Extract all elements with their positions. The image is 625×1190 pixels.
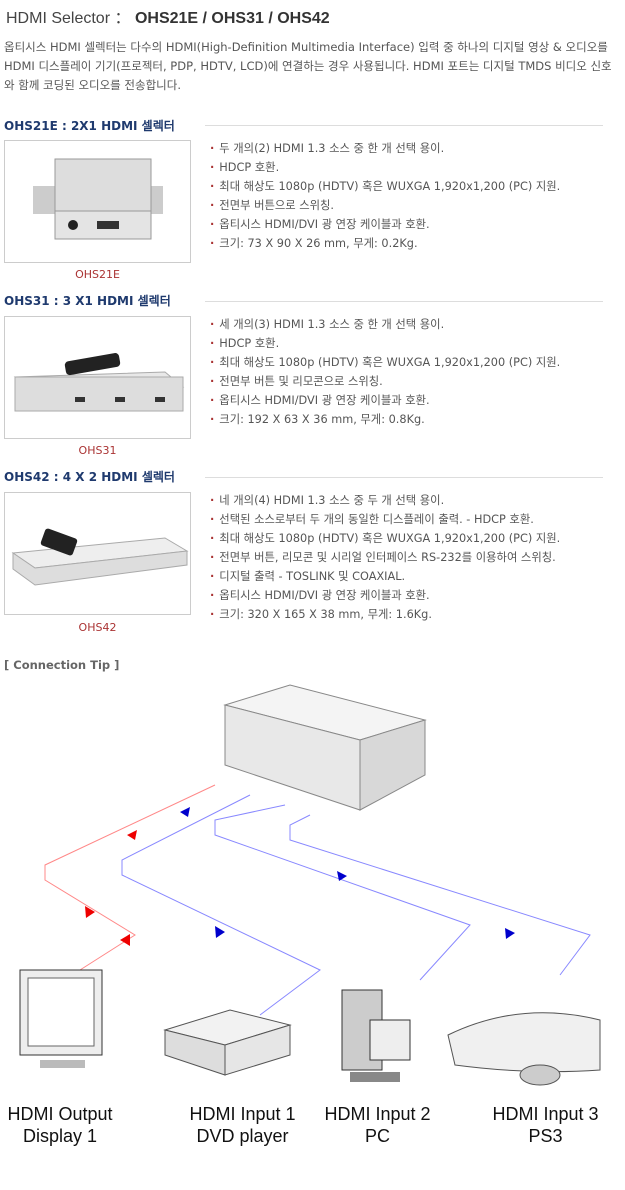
divider xyxy=(205,125,603,126)
product-header-ohs31: OHS31 : 3 X1 HDMI 셀렉터 xyxy=(4,294,171,308)
feature-list: 세 개의(3) HDMI 1.3 소스 중 한 개 선택 용이.HDCP 호환.… xyxy=(210,315,560,429)
connection-tip-heading: [ Connection Tip ] xyxy=(4,658,120,672)
product-header-ohs42: OHS42 : 4 X 2 HDMI 셀렉터 xyxy=(4,470,175,484)
connection-diagram xyxy=(19,684,601,1086)
diagram-label: PS3 xyxy=(528,1126,563,1146)
diagram-label: HDMI Input 1 xyxy=(189,1104,296,1124)
feature-item: HDCP 호환. xyxy=(210,334,560,353)
feature-item: 두 개의(2) HDMI 1.3 소스 중 한 개 선택 용이. xyxy=(210,139,560,158)
feature-item: 옵티시스 HDMI/DVI 광 연장 케이블과 호환. xyxy=(210,215,560,234)
diagram-label: PC xyxy=(364,1126,390,1146)
title-models: OHS21E / OHS31 / OHS42 xyxy=(134,10,330,27)
diagram-label: DVD player xyxy=(196,1126,289,1146)
feature-item: 크기: 192 X 63 X 36 mm, 무게: 0.8Kg. xyxy=(210,410,560,429)
diagram-label: HDMI Output xyxy=(7,1104,113,1124)
feature-item: 전면부 버튼으로 스위칭. xyxy=(210,196,560,215)
feature-item: HDCP 호환. xyxy=(210,158,560,177)
feature-item: 세 개의(3) HDMI 1.3 소스 중 한 개 선택 용이. xyxy=(210,315,560,334)
product-header-ohs21e: OHS21E : 2X1 HDMI 셀렉터 xyxy=(4,119,175,133)
product-caption: OHS42 xyxy=(78,621,117,634)
product-image-ohs21e xyxy=(4,140,191,263)
diagram-label: Display 1 xyxy=(22,1126,98,1146)
feature-item: 옵티시스 HDMI/DVI 광 연장 케이블과 호환. xyxy=(210,391,560,410)
divider xyxy=(205,477,603,478)
dvd-player-icon xyxy=(163,1009,292,1076)
product-caption: OHS31 xyxy=(78,444,117,457)
selector-device-icon xyxy=(223,684,427,811)
intro-text: 옵티시스 HDMI 셀렉터는 다수의 HDMI(High-Definition … xyxy=(4,40,612,92)
page-title: HDMI Selector ： OHS21E / OHS31 / OHS42 xyxy=(6,4,330,28)
signal-arrows xyxy=(85,807,515,946)
diagram-label: HDMI Input 3 xyxy=(492,1104,599,1124)
feature-item: 최대 해상도 1080p (HDTV) 혹은 WUXGA 1,920x1,200… xyxy=(210,529,560,548)
diagram-label: HDMI Input 2 xyxy=(324,1104,431,1124)
ps3-icon xyxy=(447,1012,601,1086)
feature-item: 디지털 출력 - TOSLINK 및 COAXIAL. xyxy=(210,567,560,586)
feature-item: 최대 해상도 1080p (HDTV) 혹은 WUXGA 1,920x1,200… xyxy=(210,177,560,196)
display-monitor-icon xyxy=(19,969,103,1068)
product-caption: OHS21E xyxy=(75,268,120,281)
product-image-ohs42 xyxy=(4,492,191,615)
title-prefix: HDMI Selector ： xyxy=(6,10,131,27)
feature-item: 전면부 버튼 및 리모콘으로 스위칭. xyxy=(210,372,560,391)
feature-item: 전면부 버튼, 리모콘 및 시리얼 인터페이스 RS-232를 이용하여 스위칭… xyxy=(210,548,560,567)
product-image-ohs31 xyxy=(4,316,191,439)
feature-item: 네 개의(4) HDMI 1.3 소스 중 두 개 선택 용이. xyxy=(210,491,560,510)
feature-item: 최대 해상도 1080p (HDTV) 혹은 WUXGA 1,920x1,200… xyxy=(210,353,560,372)
feature-item: 옵티시스 HDMI/DVI 광 연장 케이블과 호환. xyxy=(210,586,560,605)
feature-list: 두 개의(2) HDMI 1.3 소스 중 한 개 선택 용이.HDCP 호환.… xyxy=(210,139,560,253)
divider xyxy=(205,301,603,302)
pc-icon xyxy=(341,989,411,1082)
feature-list: 네 개의(4) HDMI 1.3 소스 중 두 개 선택 용이.선택된 소스로부… xyxy=(210,491,560,624)
feature-item: 크기: 320 X 165 X 38 mm, 무게: 1.6Kg. xyxy=(210,605,560,624)
feature-item: 선택된 소스로부터 두 개의 동일한 디스플레이 출력. - HDCP 호환. xyxy=(210,510,560,529)
feature-item: 크기: 73 X 90 X 26 mm, 무게: 0.2Kg. xyxy=(210,234,560,253)
